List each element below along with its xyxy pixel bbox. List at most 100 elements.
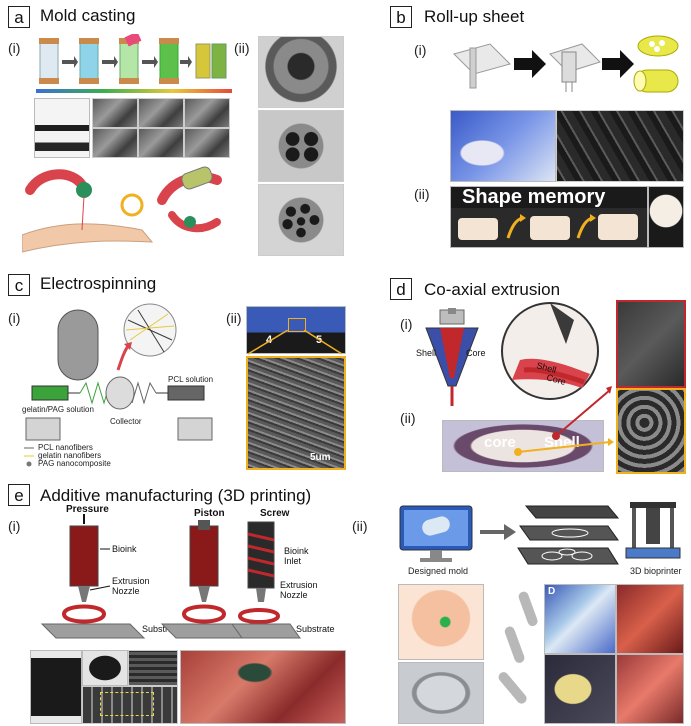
pressure-label: Pressure bbox=[66, 504, 109, 515]
panel-d-sub-ii: (ii) bbox=[400, 410, 416, 426]
bioprinter-label: 3D bioprinter bbox=[630, 566, 682, 576]
mold-conduit-photo bbox=[34, 98, 90, 158]
shell-pointer-arrow bbox=[555, 389, 611, 437]
core-inner-label: Core bbox=[545, 372, 566, 387]
shape-memory-samples bbox=[458, 214, 638, 240]
coaxial-shell-sem bbox=[616, 300, 686, 388]
power-supply-right bbox=[177, 417, 213, 441]
bioink-label: Bioink bbox=[112, 544, 137, 554]
surgery-photo-2 bbox=[616, 654, 684, 724]
panel-d-letter: d bbox=[390, 278, 412, 300]
printed-conduit-closeup bbox=[82, 650, 128, 686]
coaxial-core-sem bbox=[616, 388, 686, 474]
printed-ring-photo bbox=[398, 662, 484, 724]
printed-tubes-photo bbox=[486, 584, 542, 722]
roll-step-rolled bbox=[549, 43, 601, 92]
mold-step-3 bbox=[119, 34, 142, 84]
mold-step-5 bbox=[195, 43, 227, 79]
mold-step-1 bbox=[39, 38, 59, 84]
substrate-label: Substrate bbox=[142, 624, 181, 634]
mold-sem-multi-channel bbox=[258, 184, 344, 256]
transparent-conduit-photo bbox=[544, 584, 616, 654]
roll-step-conduit bbox=[633, 35, 679, 93]
printed-scaffold-sem bbox=[128, 650, 178, 686]
legend-pcl-nanofibers: PCL nanofibers bbox=[38, 443, 93, 452]
regeneration-cycle-icon bbox=[120, 193, 144, 217]
panel-c-sub-ii: (ii) bbox=[226, 310, 242, 326]
panel-e-sub-i: (i) bbox=[8, 518, 21, 534]
panel-a-sub-i: (i) bbox=[8, 40, 21, 56]
piston-label: Piston bbox=[194, 508, 225, 519]
mold-sem-four-channel bbox=[258, 110, 344, 182]
mold-layer-arrow bbox=[480, 524, 516, 540]
mold-sem-grid-5 bbox=[138, 128, 184, 158]
mold-sem-single-channel bbox=[258, 36, 344, 108]
nerve-left bbox=[25, 169, 87, 195]
coaxial-zoom-circle: Shell Core bbox=[501, 302, 599, 400]
legend-pag-nanocomposite: PAG nanocomposite bbox=[38, 459, 111, 468]
electrospinning-setup-diagram: gelatin/PAG solution PCL solution Collec… bbox=[22, 303, 213, 468]
screw-substrate-label: Substrate bbox=[296, 624, 335, 634]
pressure-cartridge bbox=[69, 525, 99, 587]
panel-a-letter: a bbox=[8, 6, 30, 28]
ruler-mark-4: 4 bbox=[266, 334, 273, 346]
piston-cartridge bbox=[189, 525, 219, 587]
panel-a-sub-ii: (ii) bbox=[234, 40, 250, 56]
mold-exploded-layers bbox=[517, 505, 620, 565]
roll-up-sem-photo bbox=[556, 110, 684, 182]
mold-step-2 bbox=[79, 38, 99, 84]
shell-label: Shell bbox=[416, 348, 436, 358]
panel-d-sub-i: (i) bbox=[400, 316, 413, 332]
facial-nerve-illustration bbox=[398, 584, 484, 660]
shape-memory-arrow-1 bbox=[506, 216, 523, 239]
roll-up-hand-photo bbox=[450, 110, 556, 182]
mold-sem-grid-3 bbox=[184, 98, 230, 128]
mold-step-arrows bbox=[62, 56, 192, 68]
panel-d-title: Co-axial extrusion bbox=[424, 280, 561, 299]
surgery-photo-1 bbox=[616, 584, 684, 654]
power-supply-left bbox=[25, 417, 61, 441]
screw-cartridge bbox=[247, 521, 275, 589]
roll-arrow-1 bbox=[514, 50, 546, 78]
red-curved-arrow bbox=[116, 345, 130, 371]
fig-d-label: D bbox=[548, 586, 556, 597]
nerve-regeneration-illustration bbox=[22, 166, 222, 253]
electrospun-fiber-sem bbox=[246, 356, 346, 470]
shape-memory-label: Shape memory bbox=[462, 186, 606, 208]
mold-sem-grid-1 bbox=[92, 98, 138, 128]
shape-memory-arrow-2 bbox=[576, 216, 593, 239]
core-pointer-arrow bbox=[517, 441, 611, 453]
panel-e-sub-ii: (ii) bbox=[352, 518, 368, 534]
surgical-implant-photo bbox=[180, 650, 346, 724]
panel-e-letter: e bbox=[8, 484, 30, 506]
spun-conduit bbox=[57, 309, 99, 381]
gelatin-syringe bbox=[31, 385, 69, 401]
electrospun-scale-label: 5um bbox=[310, 452, 331, 463]
filament-highlight-box bbox=[100, 692, 154, 716]
core-label: Core bbox=[466, 348, 486, 358]
bioprinter-device bbox=[625, 502, 681, 559]
coaxial-nozzle-diagram: Shell Core bbox=[416, 308, 486, 406]
mold-sem-grid-2 bbox=[138, 98, 184, 128]
designed-mold-monitor bbox=[399, 505, 473, 562]
panel-e-title: Additive manufacturing (3D printing) bbox=[40, 486, 312, 505]
mold-sem-grid-4 bbox=[92, 128, 138, 158]
gelatin-solution-label: gelatin/PAG solution bbox=[22, 405, 94, 414]
panel-b-letter: b bbox=[390, 6, 412, 28]
mold-casting-steps-diagram bbox=[36, 34, 232, 93]
conductive-conduit bbox=[181, 166, 213, 190]
panel-b-sub-i: (i) bbox=[414, 42, 427, 58]
panel-b-title: Roll-up sheet bbox=[424, 7, 525, 26]
collector-drum bbox=[105, 376, 135, 410]
screw-label: Screw bbox=[260, 508, 290, 519]
panel-c-letter: c bbox=[8, 274, 30, 296]
curved-conduit-photo bbox=[544, 654, 616, 724]
roll-arrow-2 bbox=[602, 50, 634, 78]
roll-up-steps-diagram bbox=[453, 35, 679, 93]
shape-memory-conduit-photo bbox=[648, 186, 684, 248]
roll-step-sheet bbox=[453, 43, 511, 89]
mold-sem-grid-6 bbox=[184, 128, 230, 158]
